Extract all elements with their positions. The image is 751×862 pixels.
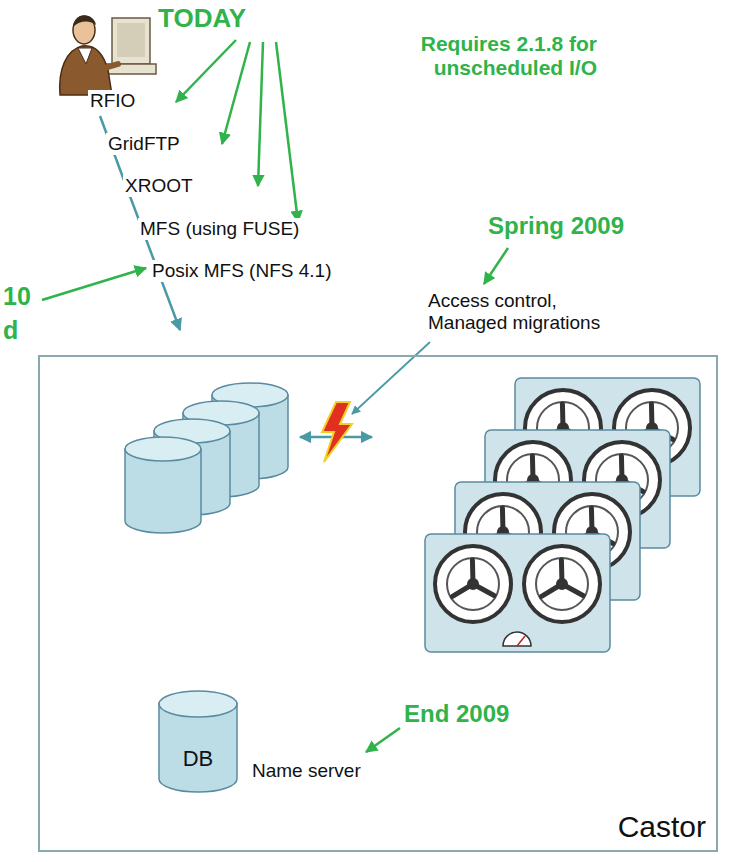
disk-tape-link [300,402,372,462]
note-callout: Requires 2.1.8 for unscheduled I/O [415,32,597,80]
person-at-computer [73,15,96,27]
tape-drive [447,558,499,610]
disk-tape-link [322,402,352,462]
tape-drive [435,546,511,622]
feature-note: Access control, Managed migrations [428,290,606,334]
component-name: Name server [250,760,363,782]
pointer-arrows [222,42,250,144]
tape-drive [425,534,610,652]
protocol-name: XROOT [123,175,195,197]
protocol-name: RFIO [88,90,137,112]
person-at-computer [60,15,156,95]
pointer-arrows [276,42,298,222]
tape-drive [517,636,525,646]
time-callout: d [3,316,18,345]
tape-drives [425,378,700,652]
time-callout: 10 [3,282,31,311]
database-cylinder: DB [157,690,239,794]
tape-drive [536,558,588,610]
pointer-arrows [484,248,508,284]
time-callout: TODAY [158,4,246,34]
tape-drive [556,578,568,590]
pointer-arrows [42,268,146,300]
protocol-name: MFS (using FUSE) [138,218,301,240]
pointer-arrows [176,40,236,102]
system-box: Castor DB [38,355,718,852]
disk-stack [125,383,288,533]
cylinder-top [159,691,237,717]
pointer-arrows [352,342,430,414]
tape-drive [467,578,479,590]
database-cylinder-outline [157,690,239,794]
person-at-computer [112,18,150,64]
tape-drive [503,632,531,646]
pointer-arrows [366,728,400,752]
system-name: Castor [618,810,706,844]
protocol-name: Posix MFS (NFS 4.1) [150,260,333,282]
time-callout: End 2009 [404,700,509,728]
time-callout: Spring 2009 [488,212,624,240]
disk-cylinder [125,437,201,461]
pointer-arrows [258,42,263,186]
disk-cylinder [125,437,201,533]
tape-drive [524,546,600,622]
database-label: DB [183,746,214,772]
person-at-computer [98,64,118,70]
tape-drive [425,534,610,652]
protocol-name: GridFTP [106,133,182,155]
person-at-computer [73,16,95,44]
person-at-computer [117,23,145,57]
person-at-computer [78,48,92,64]
